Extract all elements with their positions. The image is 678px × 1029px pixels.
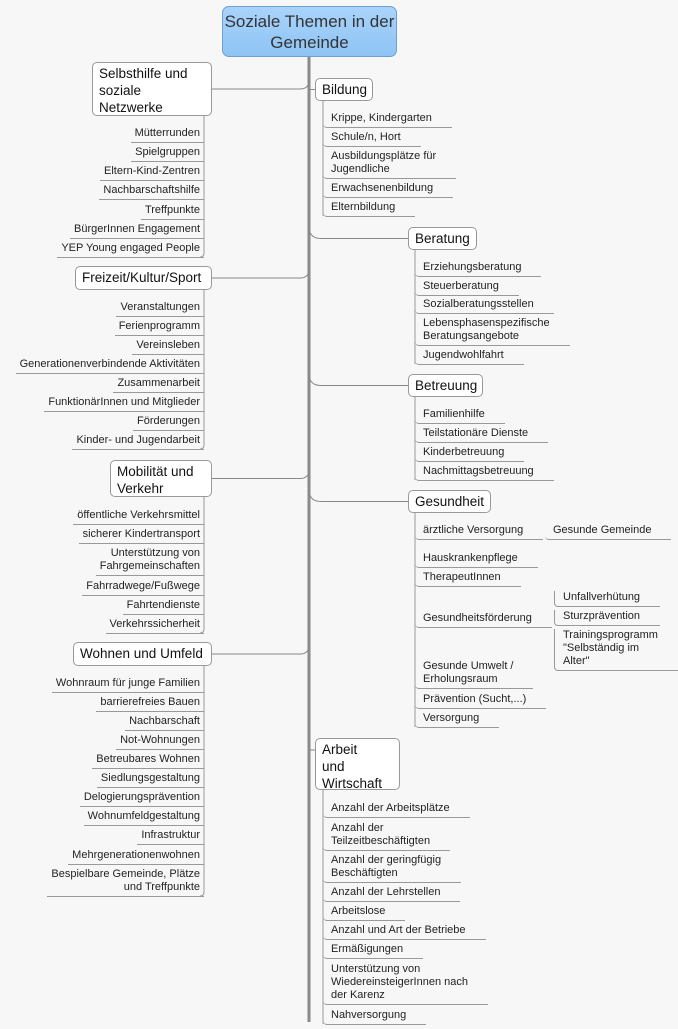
leaf-not-wohnungen[interactable]: Not-Wohnungen [116, 734, 204, 750]
leaf-gesundheitsförderung[interactable]: Gesundheitsförderung [415, 612, 552, 628]
leaf-nachmittagsbetreuung[interactable]: Nachmittagsbetreuung [415, 465, 554, 481]
leaf-delogierungsprävention[interactable]: Delogierungsprävention [79, 791, 204, 807]
leaf-fahrradwege-fußwege[interactable]: Fahrradwege/Fußwege [82, 580, 204, 596]
leaf-anzahl-der-geringfügig-beschäftigten[interactable]: Anzahl der geringfügig Beschäftigten [323, 854, 462, 883]
branch-mobilität-und-verkehr[interactable]: Mobilität und Verkehr [110, 460, 212, 497]
leaf-ermäßigungen[interactable]: Ermäßigungen [323, 943, 424, 959]
leaf-kinder-und-jugendarbeit[interactable]: Kinder- und Jugendarbeit [72, 434, 204, 450]
leaf-steuerberatung[interactable]: Steuerberatung [415, 280, 519, 296]
leaf-mütterrunden[interactable]: Mütterrunden [130, 127, 204, 143]
branch-freizeit-kultur-sport[interactable]: Freizeit/Kultur/Sport [75, 266, 212, 290]
leaf-barrierefreies-bauen[interactable]: barrierefreies Bauen [96, 696, 204, 712]
leaf-teilstationäre-dienste[interactable]: Teilstationäre Dienste [415, 427, 549, 443]
leaf-vereinsleben[interactable]: Vereinsleben [132, 339, 204, 355]
leaf-betreubares-wohnen[interactable]: Betreubares Wohnen [92, 753, 204, 769]
branch-betreuung[interactable]: Betreuung [408, 374, 483, 397]
branch-selbsthilfe-und-soziale-netzwerke[interactable]: Selbsthilfe und soziale Netzwerke [92, 62, 212, 116]
leaf-arbeitslose[interactable]: Arbeitslose [323, 905, 406, 921]
leaf-ferienprogramm[interactable]: Ferienprogramm [114, 320, 204, 336]
branch-connector [212, 644, 310, 655]
leaf-unterstützung-von-wiedereinsteigerinnen-nach-der-karenz[interactable]: Unterstützung von WiedereinsteigerInnen … [323, 963, 488, 1005]
leaf-bürgerinnen-engagement[interactable]: BürgerInnen Engagement [70, 223, 204, 239]
leaf-sicherer-kindertransport[interactable]: sicherer Kindertransport [78, 528, 204, 544]
leaf-spielgruppen[interactable]: Spielgruppen [131, 146, 204, 162]
leaf-unterstützung-von-fahrgemeinschaften[interactable]: Unterstützung von Fahrgemeinschaften [95, 547, 204, 576]
leaf-prävention-sucht[interactable]: Prävention (Sucht,...) [415, 693, 547, 709]
leaf-lebensphasenspezifische-beratungsangebote[interactable]: Lebensphasenspezifische Beratungsangebot… [415, 317, 570, 346]
leaf-sozialberatungsstellen[interactable]: Sozialberatungsstellen [415, 298, 554, 314]
leaf-anzahl-und-art-der-betriebe[interactable]: Anzahl und Art der Betriebe [323, 924, 486, 940]
child-line [199, 116, 205, 258]
leaf-erziehungsberatung[interactable]: Erziehungsberatung [415, 261, 542, 277]
branch-connector [212, 79, 310, 90]
leaf-ärztliche-versorgung[interactable]: ärztliche Versorgung [415, 524, 544, 540]
leaf-hauskrankenpflege[interactable]: Hauskrankenpflege [415, 552, 538, 568]
leaf-treffpunkte[interactable]: Treffpunkte [140, 204, 204, 220]
leaf-gesunde-umwelt-erholungsraum[interactable]: Gesunde Umwelt / Erholungsraum [415, 660, 534, 689]
subleaf-trainingsprogramm-selbständig-im-alter[interactable]: Trainingsprogramm "Selbständig im Alter" [554, 629, 678, 671]
branch-arbeit-und-wirtschaft[interactable]: Arbeit und Wirtschaft [315, 738, 400, 791]
branch-beratung[interactable]: Beratung [408, 227, 477, 250]
leaf-elternbildung[interactable]: Elternbildung [323, 201, 416, 217]
leaf-therapeutinnen[interactable]: TherapeutInnen [415, 571, 521, 587]
leaf-mehrgenerationenwohnen[interactable]: Mehrgenerationenwohnen [68, 849, 204, 865]
leaf-krippe-kindergarten[interactable]: Krippe, Kindergarten [323, 112, 452, 128]
leaf-generationenverbindende-aktivitäten[interactable]: Generationenverbindende Aktivitäten [15, 358, 204, 374]
leaf-anzahl-der-lehrstellen[interactable]: Anzahl der Lehrstellen [323, 886, 461, 902]
root-topic[interactable]: Soziale Themen in der Gemeinde [222, 6, 397, 57]
leaf-fahrtendienste[interactable]: Fahrtendienste [122, 599, 204, 615]
leaf-eltern-kind-zentren[interactable]: Eltern-Kind-Zentren [100, 165, 204, 181]
leaf-ausbildungsplätze-für-jugendliche[interactable]: Ausbildungsplätze für Jugendliche [323, 150, 457, 179]
child-line [199, 497, 205, 634]
leaf-öffentliche-verkehrsmittel[interactable]: öffentliche Verkehrsmittel [73, 509, 204, 525]
branch-connector [308, 489, 408, 502]
child-line [199, 290, 205, 450]
leaf-wohnumfeldgestaltung[interactable]: Wohnumfeldgestaltung [83, 810, 204, 826]
leaf-nachbarschaft[interactable]: Nachbarschaft [125, 715, 204, 731]
leaf-wohnraum-für-junge-familien[interactable]: Wohnraum für junge Familien [51, 677, 204, 693]
leaf-bespielbare-gemeinde-plätze-und-treffpunkte[interactable]: Bespielbare Gemeinde, Plätze und Treffpu… [47, 868, 204, 897]
leaf-verkehrssicherheit[interactable]: Verkehrssicherheit [105, 618, 204, 634]
branch-wohnen-und-umfeld[interactable]: Wohnen und Umfeld [73, 642, 212, 666]
leaf-zusammenarbeit[interactable]: Zusammenarbeit [113, 377, 204, 393]
leaf-anzahl-der-teilzeitbeschäftigten[interactable]: Anzahl der Teilzeitbeschäftigten [323, 822, 451, 851]
leaf-anzahl-der-arbeitsplätze[interactable]: Anzahl der Arbeitsplätze [323, 802, 470, 818]
branch-connector [212, 268, 310, 279]
branch-bildung[interactable]: Bildung [315, 78, 373, 101]
leaf-förderungen[interactable]: Förderungen [133, 415, 204, 431]
child-line [199, 666, 205, 897]
subleaf-unfallverhütung[interactable]: Unfallverhütung [554, 591, 661, 607]
leaf-siedlungsgestaltung[interactable]: Siedlungsgestaltung [96, 772, 204, 788]
leaf-familienhilfe[interactable]: Familienhilfe [415, 408, 505, 424]
branch-connector [212, 469, 310, 479]
leaf-kinderbetreuung[interactable]: Kinderbetreuung [415, 446, 525, 462]
subleaf-gesunde-gemeinde[interactable]: Gesunde Gemeinde [545, 524, 672, 540]
leaf-veranstaltungen[interactable]: Veranstaltungen [116, 301, 204, 317]
leaf-nahversorgung[interactable]: Nahversorgung [323, 1009, 427, 1025]
leaf-yep-young-engaged-people[interactable]: YEP Young engaged People [57, 242, 204, 258]
leaf-jugendwohlfahrt[interactable]: Jugendwohlfahrt [415, 349, 524, 365]
leaf-erwachsenenbildung[interactable]: Erwachsenenbildung [323, 182, 454, 198]
leaf-nachbarschaftshilfe[interactable]: Nachbarschaftshilfe [99, 184, 204, 200]
leaf-funktionärinnen-und-mitglieder[interactable]: FunktionärInnen und Mitglieder [44, 396, 204, 412]
branch-connector [308, 226, 408, 239]
leaf-schule-n-hort[interactable]: Schule/n, Hort [323, 131, 421, 147]
branch-gesundheit[interactable]: Gesundheit [408, 490, 491, 513]
branch-connector [308, 373, 408, 386]
leaf-infrastruktur[interactable]: Infrastruktur [137, 829, 204, 845]
leaf-versorgung[interactable]: Versorgung [415, 712, 500, 728]
subleaf-sturzprävention[interactable]: Sturzprävention [554, 610, 661, 626]
